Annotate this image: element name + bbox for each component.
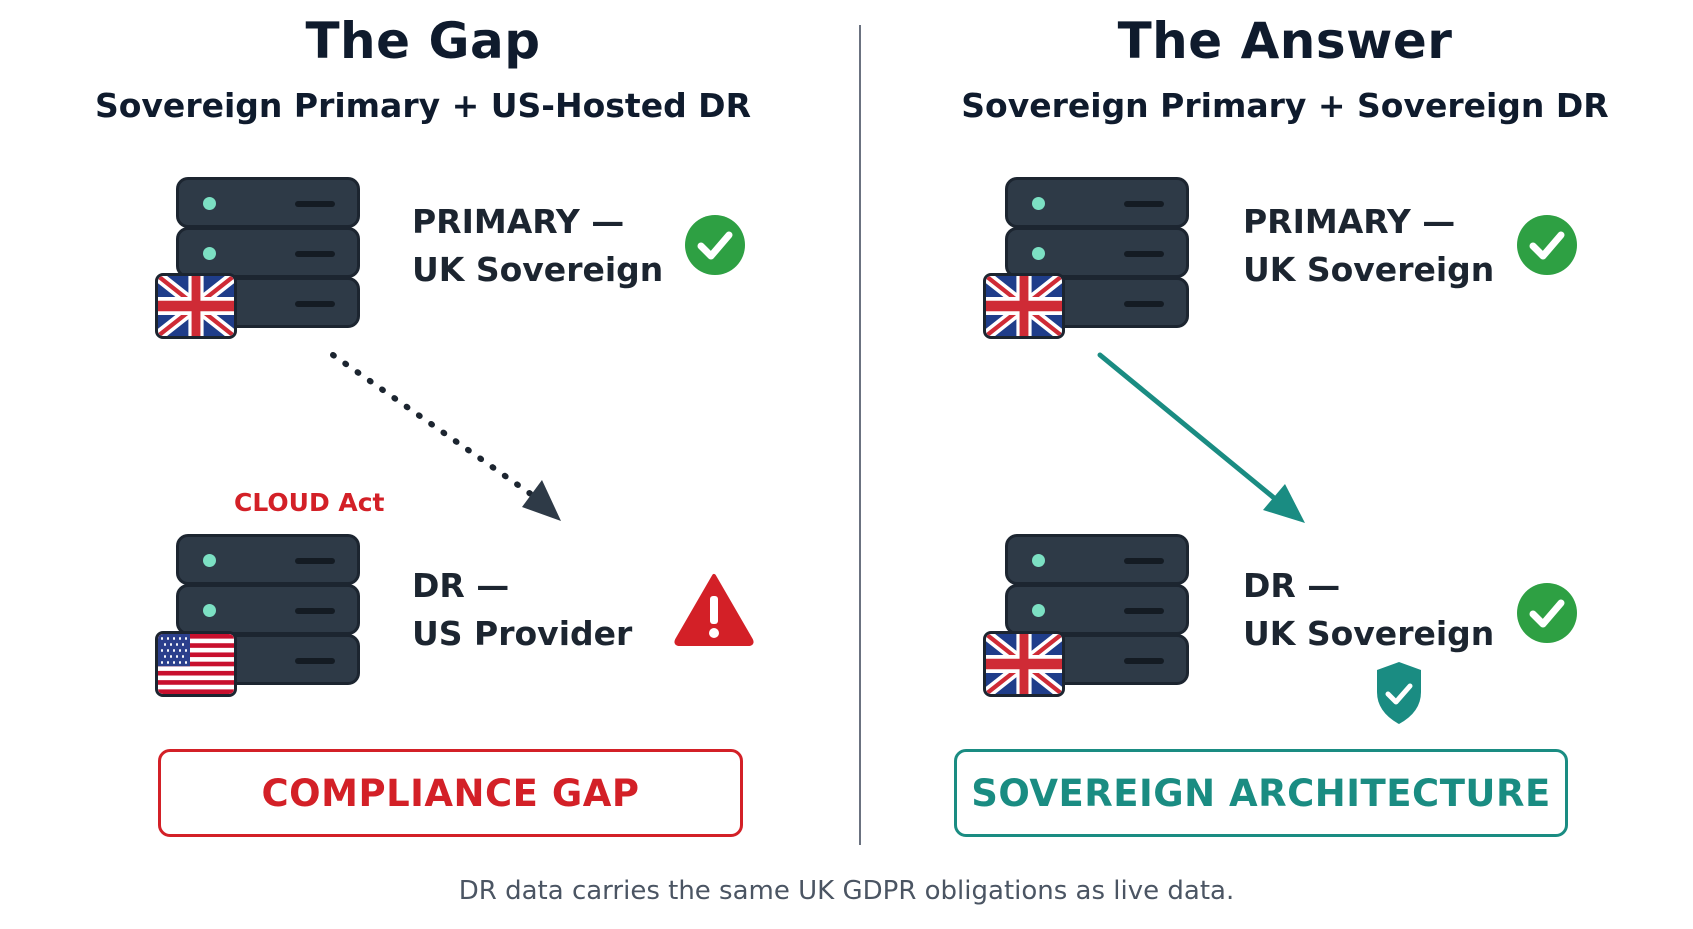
caption: DR data carries the same UK GDPR obligat… [458,876,1235,906]
dotted-replication-arrow [330,352,561,521]
shield-check-icon [1377,662,1421,724]
warning-icon [674,574,754,646]
uk-flag-icon [155,273,237,339]
primary-label: PRIMARY — UK Sovereign [1243,202,1495,289]
gap-panel: The Gap Sovereign Primary + US-Hosted DR… [0,0,846,929]
cloud-act-label: CLOUD Act [234,488,385,517]
replication-arrow [1097,352,1305,523]
answer-title: The Answer [1117,12,1453,70]
uk-flag-icon [983,273,1065,339]
check-icon [685,215,745,275]
dr-label: DR — US Provider [412,566,633,653]
us-flag-icon [155,631,237,697]
compliance-gap-badge: COMPLIANCE GAP [158,749,743,837]
answer-subtitle: Sovereign Primary + Sovereign DR [961,86,1609,125]
answer-panel: The Answer Sovereign Primary + Sovereign… [847,0,1693,929]
sovereign-architecture-badge: SOVEREIGN ARCHITECTURE [954,749,1568,837]
check-icon [1517,583,1577,643]
panel-divider [859,25,861,845]
uk-flag-icon [983,631,1065,697]
check-icon [1517,215,1577,275]
gap-title: The Gap [305,12,541,70]
dr-label: DR — UK Sovereign [1243,566,1495,653]
dr-server-icon [1005,534,1189,699]
gap-subtitle: Sovereign Primary + US-Hosted DR [94,86,751,125]
primary-label: PRIMARY — UK Sovereign [412,202,664,289]
